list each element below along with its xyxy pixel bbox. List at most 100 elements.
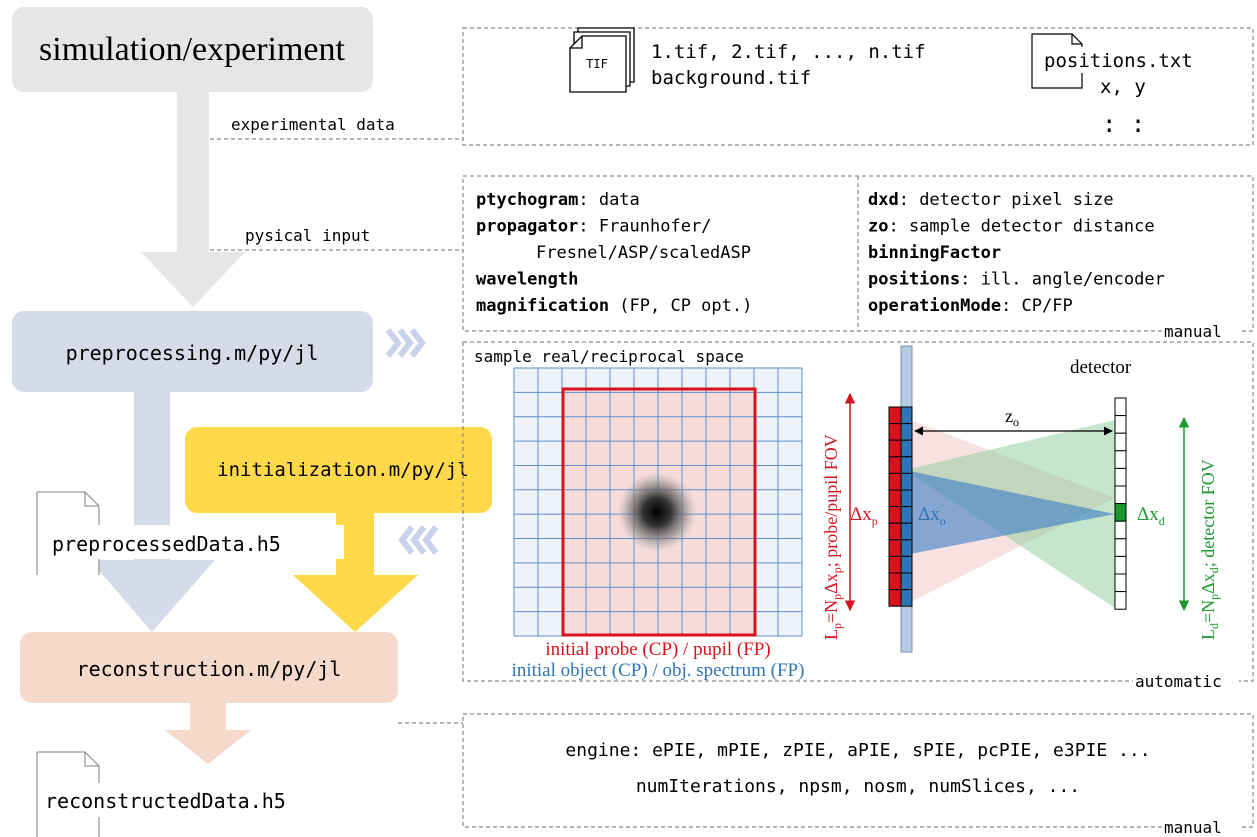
probe-pixel (888, 489, 902, 508)
sample-column (888, 345, 913, 653)
probe-pixel (888, 423, 902, 441)
physical-param-left-4: magnification (FP, CP opt.) (476, 296, 752, 316)
object-pixel (900, 555, 913, 574)
dxp-label: Δxp (850, 504, 878, 528)
tif-background-label: background.tif (651, 67, 811, 89)
flow-arrow-reconstruction (165, 703, 251, 764)
object-pixel (900, 489, 913, 508)
tif-stack-icon: TIF (569, 27, 635, 93)
probe-pixel (888, 555, 902, 574)
object-pixel (900, 589, 913, 607)
flow-arrow-source (141, 92, 245, 307)
detector-pixel (1114, 397, 1127, 417)
experimental-data-panel (462, 27, 1254, 146)
detector-pixel (1114, 573, 1127, 593)
detector-label: detector (1070, 357, 1132, 378)
object-pixel (900, 439, 913, 458)
probe-pixel (888, 406, 902, 425)
automatic-panel (462, 341, 1254, 682)
detector-pixel (1114, 591, 1127, 610)
dxo-label: Δxo (918, 504, 946, 528)
preprocessing-chevrons-icon (385, 328, 426, 358)
initialization-chevrons-icon (398, 525, 439, 555)
connector-lines (210, 138, 463, 724)
lp-label: Lp=NpΔxp; probe/pupil FOV (821, 434, 844, 640)
detector-pixel (1114, 538, 1127, 557)
probe-pixel (888, 506, 902, 524)
dxd-label: Δxd (1137, 504, 1165, 528)
detector-column (1114, 397, 1127, 610)
connector-physical-label: pysical input (245, 226, 370, 245)
probe-pixel (888, 439, 902, 458)
connector-experimental-label: experimental data (231, 115, 395, 134)
positions-columns-label: x, y (1100, 76, 1146, 98)
positions-dots: : : (1102, 110, 1145, 138)
physical-param-left-3: wavelength (476, 270, 578, 290)
sample-grid (513, 367, 803, 637)
detector-pixel (1114, 485, 1127, 505)
object-pixel (900, 506, 913, 524)
engine-line-1: engine: ePIE, mPIE, zPIE, aPIE, sPIE, pc… (565, 740, 1150, 761)
reconstruction-box[interactable]: reconstruction.m/py/jl (20, 632, 398, 703)
detector-pixel (1114, 520, 1127, 540)
automatic-mode-label: automatic (1135, 672, 1222, 691)
probe-pixel (888, 572, 902, 591)
probe-pixel (888, 472, 902, 491)
physical-param-left-1: propagator: Fraunhofer/ (476, 217, 711, 237)
initial-object-label: initial object (CP) / obj. spectrum (FP) (512, 660, 805, 681)
probe-pixel (888, 539, 902, 557)
object-pixel (900, 472, 913, 491)
initialization-label: initialization.m/py/jl (217, 459, 469, 481)
positions-file-label: positions.txt (1044, 50, 1193, 72)
physical-param-right-2: binningFactor (868, 243, 1001, 263)
physical-params-left: ptychogram: data propagator: Fraunhofer/F… (476, 190, 752, 316)
physical-params-right: dxd: detector pixel size zo: sample detec… (868, 190, 1165, 316)
detector-pixel (1114, 467, 1127, 487)
physical-param-right-1: zo: sample detector distance (868, 217, 1155, 237)
tif-files-label: 1.tif, 2.tif, ..., n.tif (651, 41, 926, 63)
detector-pixel (1114, 415, 1127, 434)
physical-param-right-4: operationMode: CP/FP (868, 296, 1073, 316)
physical-param-left-2: Fresnel/ASP/scaledASP (536, 243, 751, 263)
detector-pixel (1114, 432, 1127, 452)
preprocessing-label: preprocessing.m/py/jl (66, 341, 319, 365)
reconstructed-file-label: reconstructedData.h5 (45, 789, 286, 813)
preprocessed-file-label: preprocessedData.h5 (52, 532, 281, 556)
detector-pixel (1114, 555, 1127, 575)
object-pixel (900, 406, 913, 425)
reconstruction-label: reconstruction.m/py/jl (77, 657, 342, 681)
probe-window-outline (561, 387, 757, 637)
initial-probe-label: initial probe (CP) / pupil (FP) (545, 639, 770, 660)
physical-param-left-0: ptychogram: data (476, 190, 640, 210)
physical-mode-label: manual (1164, 322, 1222, 341)
tif-icon-label: TIF (586, 57, 608, 71)
preprocessed-file-icon (36, 491, 344, 575)
engine-mode-label: manual (1164, 818, 1222, 837)
object-pixel (900, 572, 913, 591)
positions-file-icon (1031, 33, 1242, 89)
sample-space-title: sample real/reciprocal space (474, 347, 744, 366)
object-pixel (900, 522, 913, 541)
engine-panel (462, 713, 1254, 828)
probe-pixel (888, 456, 902, 474)
detector-beam-blue (905, 470, 1115, 555)
object-pixel (900, 423, 913, 441)
source-title: simulation/experiment (39, 31, 345, 68)
preprocessing-box[interactable]: preprocessing.m/py/jl (12, 311, 373, 392)
probe-pixel (888, 589, 902, 607)
initialization-box[interactable]: initialization.m/py/jl (185, 427, 492, 513)
zo-label: zo (1005, 406, 1019, 429)
physical-param-right-0: dxd: detector pixel size (868, 190, 1114, 210)
physical-param-right-3: positions: ill. angle/encoder (868, 270, 1165, 290)
source-box: simulation/experiment (12, 7, 373, 92)
engine-line-2: numIterations, npsm, nosm, numSlices, ..… (636, 776, 1080, 797)
detector-pixel-highlight (1114, 503, 1127, 522)
reconstructed-file-icon (36, 751, 312, 837)
detector-pixel (1114, 450, 1127, 469)
object-pixel (900, 539, 913, 557)
object-pixel (900, 456, 913, 474)
probe-pixel (888, 522, 902, 541)
probe-intensity-blob (617, 472, 697, 552)
